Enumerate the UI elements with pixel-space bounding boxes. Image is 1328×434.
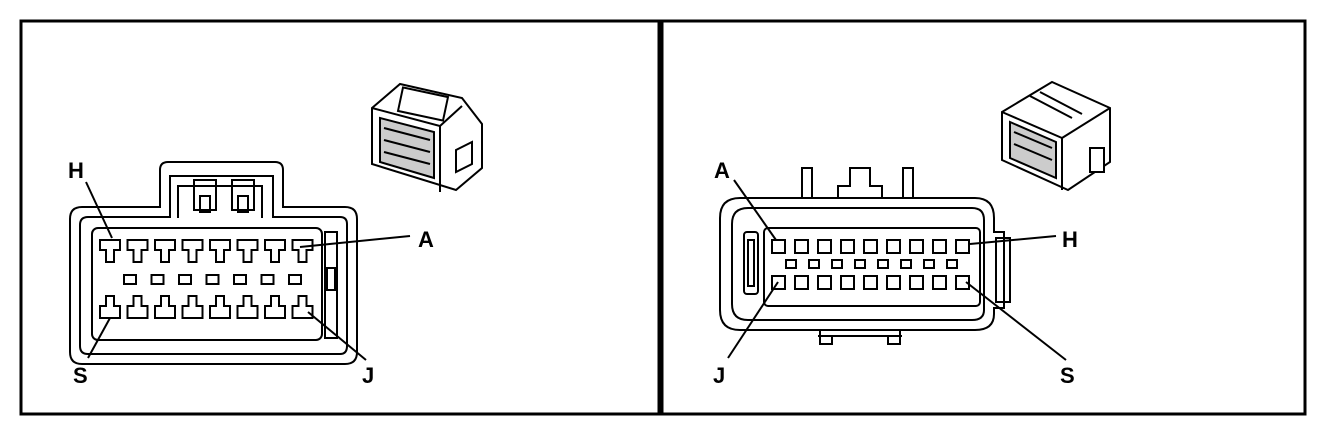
left-bottom-terminal <box>181 295 204 319</box>
left-bottom-terminal <box>154 295 176 319</box>
left-bottom-pin-row <box>99 295 314 319</box>
right-top-center-key <box>837 167 883 198</box>
left-top-terminal <box>181 239 204 263</box>
right-top-tab-left <box>801 167 813 198</box>
right-housing-inner <box>731 207 985 321</box>
left-bottom-terminal <box>264 295 286 319</box>
left-top-terminal <box>236 239 259 263</box>
right-leader-h <box>969 235 1057 245</box>
right-top-cavity <box>817 239 832 254</box>
right-label-a: A <box>714 158 730 183</box>
right-middle-cavity <box>923 259 935 269</box>
left-bottom-terminal <box>236 295 259 319</box>
right-leader-j <box>727 281 779 359</box>
right-bottom-cavity <box>863 275 878 290</box>
right-pin-area <box>763 227 981 307</box>
left-top-terminal <box>154 239 176 263</box>
left-latch-tab-2 <box>237 195 249 213</box>
left-leader-h <box>85 181 113 239</box>
left-top-terminal <box>99 239 121 263</box>
right-middle-cavity <box>854 259 866 269</box>
right-leader-s <box>965 281 1067 361</box>
right-middle-cavity <box>785 259 797 269</box>
left-middle-cavity <box>178 274 192 285</box>
left-top-terminal <box>264 239 286 263</box>
left-latch-slot-1 <box>193 179 217 211</box>
right-top-cavity <box>932 239 947 254</box>
left-middle-cavity-row <box>123 274 302 285</box>
right-bottom-cavity <box>771 275 786 290</box>
left-top-terminal <box>209 239 231 263</box>
right-side-slot <box>743 231 759 295</box>
left-latch <box>177 185 263 218</box>
right-leader-a <box>733 179 777 241</box>
left-leader-j <box>307 311 367 361</box>
left-top-terminal <box>126 239 149 263</box>
right-bottom-cavity <box>817 275 832 290</box>
right-connector <box>719 167 1011 345</box>
right-bottom-pin-row <box>771 275 970 290</box>
right-side-slot-inner <box>747 239 755 287</box>
left-middle-cavity <box>205 274 220 285</box>
right-bottom-cavity <box>886 275 901 290</box>
left-bottom-terminal <box>99 295 121 319</box>
left-leader-s <box>87 317 111 359</box>
right-middle-cavity <box>877 259 889 269</box>
right-top-pin-row <box>771 239 970 254</box>
right-middle-cavity <box>900 259 912 269</box>
left-bottom-terminal <box>209 295 231 319</box>
right-side-latch <box>995 237 1011 303</box>
right-bottom-cavity <box>794 275 809 290</box>
left-middle-cavity <box>150 274 165 285</box>
left-housing-outer <box>69 161 358 365</box>
left-label-a: A <box>418 227 434 252</box>
left-middle-cavity <box>260 274 275 285</box>
right-middle-cavity-row <box>785 259 958 269</box>
right-label-s: S <box>1060 363 1075 388</box>
right-label-j: J <box>713 363 725 388</box>
left-bottom-terminal <box>291 295 314 319</box>
right-middle-cavity <box>808 259 820 269</box>
right-label-h: H <box>1062 227 1078 252</box>
right-top-cavity <box>863 239 878 254</box>
left-side-key-inner <box>326 267 336 291</box>
left-leader-a <box>299 235 411 248</box>
left-middle-cavity <box>288 274 302 285</box>
left-pin-area <box>91 227 323 341</box>
right-top-cavity <box>771 239 786 254</box>
right-middle-cavity <box>831 259 843 269</box>
right-top-cavity <box>909 239 924 254</box>
left-label-j: J <box>362 363 374 388</box>
left-connector <box>69 161 358 365</box>
left-latch-slot-2 <box>231 179 255 211</box>
right-housing-outer <box>719 197 1005 331</box>
right-top-cavity <box>886 239 901 254</box>
right-connector-3d-illustration <box>1001 80 1111 192</box>
right-bottom-cavity <box>909 275 924 290</box>
left-housing-inner <box>79 175 348 355</box>
left-bottom-terminal <box>126 295 149 319</box>
left-top-pin-row <box>99 239 314 263</box>
right-top-cavity <box>955 239 970 254</box>
left-middle-cavity <box>123 274 137 285</box>
right-bottom-cavity <box>932 275 947 290</box>
right-bottom-cavity <box>840 275 855 290</box>
right-leader-lines <box>727 179 1067 361</box>
left-latch-tab-1 <box>199 195 211 213</box>
left-label-s: S <box>73 363 88 388</box>
left-label-h: H <box>68 158 84 183</box>
right-top-tab-right <box>902 167 914 198</box>
left-side-key-outer <box>324 231 338 339</box>
right-middle-cavity <box>946 259 958 269</box>
left-middle-cavity <box>233 274 247 285</box>
left-leader-lines <box>85 181 411 361</box>
right-top-cavity <box>840 239 855 254</box>
right-bottom-cavity <box>955 275 970 290</box>
left-connector-3d-illustration <box>371 82 483 192</box>
left-top-terminal <box>291 239 314 263</box>
right-top-cavity <box>794 239 809 254</box>
